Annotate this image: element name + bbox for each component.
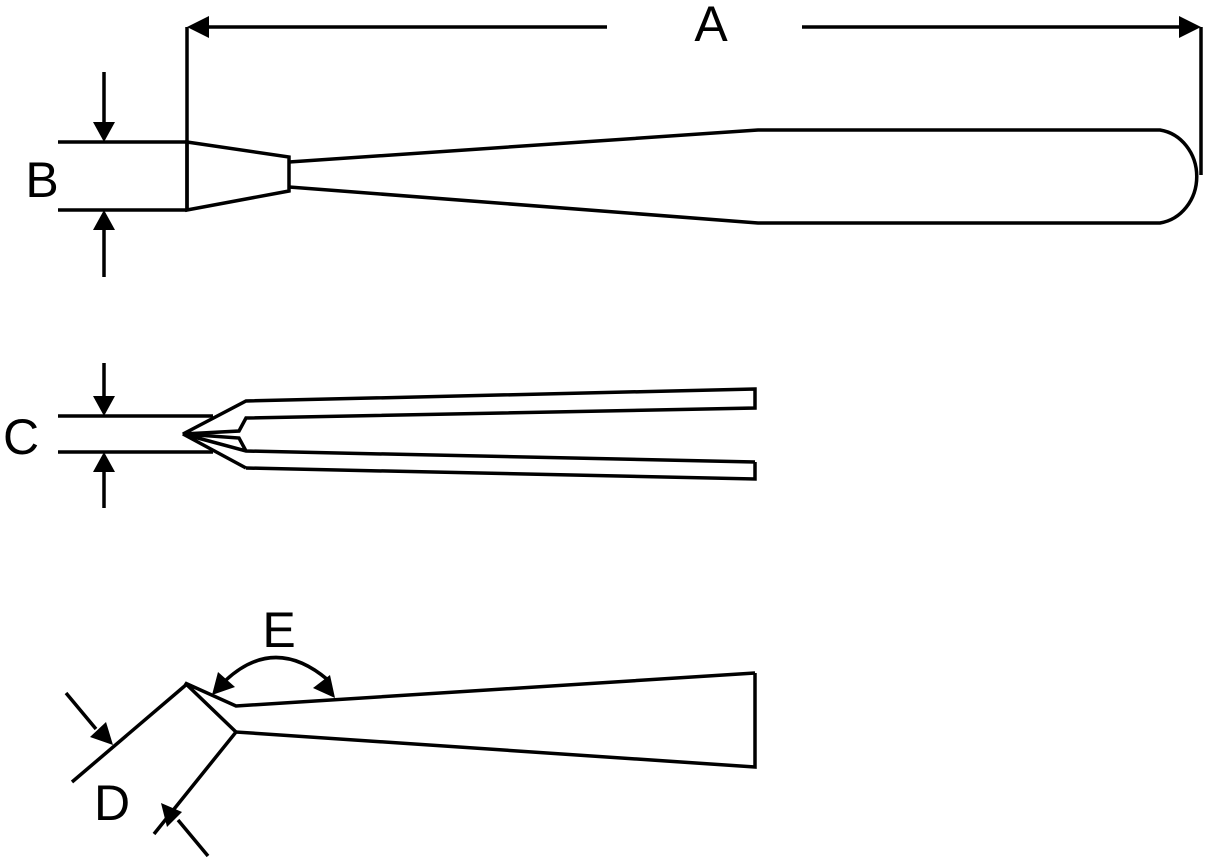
dimension-d-upper-leader xyxy=(64,691,98,731)
dimension-d-lower-leader xyxy=(176,818,210,858)
arrow-angle-left-icon xyxy=(212,672,235,695)
handle-body xyxy=(288,128,1199,225)
arrow-up-left-icon xyxy=(161,803,182,827)
dimension-d xyxy=(64,691,210,858)
tip-section xyxy=(185,139,291,213)
label-b: B xyxy=(25,152,59,208)
lower-arm-tip-edge xyxy=(182,432,247,470)
arrow-up-icon xyxy=(93,210,115,230)
dimension-e xyxy=(212,655,335,698)
bent-tip-outer-edge xyxy=(70,682,189,784)
dimension-b xyxy=(58,72,187,277)
arrow-up-icon xyxy=(93,452,115,472)
lower-arm-outline xyxy=(182,432,757,481)
arrow-right-icon xyxy=(1179,16,1201,38)
label-d: D xyxy=(93,775,131,831)
arrow-angle-right-icon xyxy=(313,675,335,698)
label-a: A xyxy=(694,0,728,52)
angled-body-upper xyxy=(183,671,756,734)
upper-arm xyxy=(182,387,757,436)
arrow-down-icon xyxy=(93,122,115,142)
arrow-left-icon xyxy=(187,16,209,38)
arrow-down-right-icon xyxy=(90,722,113,745)
angled-tip-view xyxy=(70,671,757,836)
arrow-down-icon xyxy=(93,396,115,416)
label-c: C xyxy=(2,409,40,465)
label-e: E xyxy=(262,602,296,658)
side-view-tweezer xyxy=(182,387,757,481)
dimension-a xyxy=(185,16,1203,210)
dimension-c xyxy=(58,363,213,508)
angled-body-lower xyxy=(152,673,757,836)
angle-arc xyxy=(224,655,330,682)
top-view-tweezer xyxy=(185,128,1199,225)
